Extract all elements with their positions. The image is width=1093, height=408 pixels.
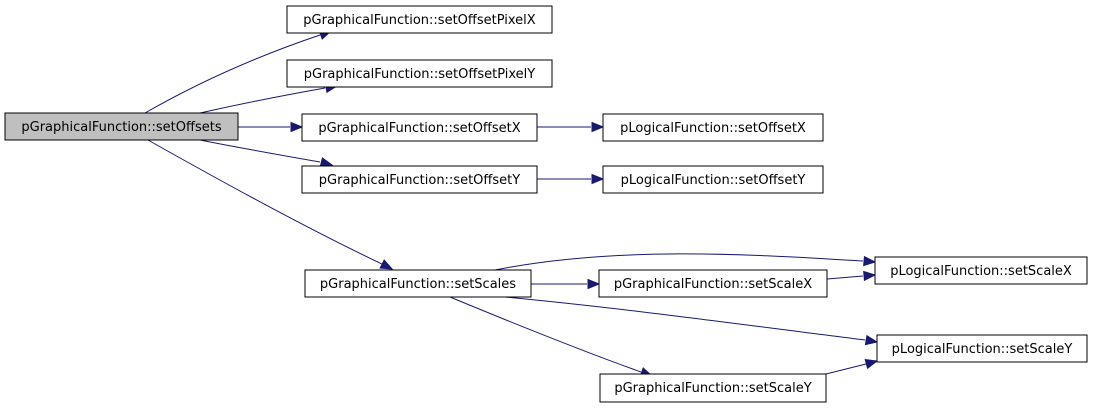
node-setOffsets[interactable]: pGraphicalFunction::setOffsets bbox=[4, 112, 239, 141]
node-logical-setScaleY[interactable]: pLogicalFunction::setScaleY bbox=[876, 334, 1088, 363]
edge-arrowhead bbox=[290, 121, 304, 133]
node-label-logical-setOffsetX: pLogicalFunction::setOffsetX bbox=[620, 121, 806, 136]
node-logical-setScaleX[interactable]: pLogicalFunction::setScaleX bbox=[874, 256, 1088, 285]
edge-n0-n5 bbox=[199, 139, 334, 168]
edge-arrowhead bbox=[591, 121, 605, 133]
node-label-setScaleY: pGraphicalFunction::setScaleY bbox=[614, 381, 811, 396]
node-label-logical-setScaleY: pLogicalFunction::setScaleY bbox=[892, 342, 1073, 357]
node-setOffsetY[interactable]: pGraphicalFunction::setOffsetY bbox=[301, 165, 538, 194]
node-box-setOffsetPixelX bbox=[286, 5, 553, 34]
node-box-setOffsetX bbox=[301, 113, 538, 142]
node-box-setOffsetPixelY bbox=[286, 59, 553, 88]
node-setOffsetX[interactable]: pGraphicalFunction::setOffsetX bbox=[301, 113, 538, 142]
node-label-setScaleX: pGraphicalFunction::setScaleX bbox=[614, 277, 812, 292]
node-setOffsetPixelY[interactable]: pGraphicalFunction::setOffsetPixelY bbox=[286, 59, 553, 88]
edge-n3-n4 bbox=[537, 121, 605, 133]
edge-n11-n10 bbox=[825, 358, 879, 375]
edge-line bbox=[147, 139, 383, 265]
edge-arrowhead bbox=[379, 259, 394, 270]
node-setOffsetPixelX[interactable]: pGraphicalFunction::setOffsetPixelX bbox=[286, 5, 553, 34]
edge-arrowhead bbox=[319, 157, 334, 168]
node-box-logical-setScaleX bbox=[874, 256, 1088, 285]
node-setScaleY[interactable]: pGraphicalFunction::setScaleY bbox=[599, 373, 827, 403]
node-box-setOffsetY bbox=[301, 165, 538, 194]
edge-line bbox=[826, 275, 864, 280]
edge-n7-n10 bbox=[504, 296, 879, 346]
node-label-setOffsetPixelY: pGraphicalFunction::setOffsetPixelY bbox=[304, 67, 536, 82]
node-setScales[interactable]: pGraphicalFunction::setScales bbox=[304, 269, 532, 298]
edge-line bbox=[199, 139, 321, 163]
edge-arrowhead bbox=[863, 270, 877, 282]
edge-n8-n9 bbox=[826, 270, 877, 282]
node-label-setOffsets: pGraphicalFunction::setOffsets bbox=[21, 120, 221, 135]
node-label-setOffsetY: pGraphicalFunction::setOffsetY bbox=[319, 173, 520, 188]
edge-arrowhead bbox=[591, 173, 605, 185]
edge-arrowhead bbox=[864, 358, 879, 370]
node-box-logical-setOffsetY bbox=[602, 165, 824, 194]
node-label-setOffsetPixelX: pGraphicalFunction::setOffsetPixelX bbox=[303, 13, 536, 28]
node-box-setScaleY bbox=[599, 373, 827, 403]
node-label-logical-setOffsetY: pLogicalFunction::setOffsetY bbox=[621, 173, 806, 188]
node-label-logical-setScaleX: pLogicalFunction::setScaleX bbox=[890, 264, 1072, 279]
node-logical-setOffsetX[interactable]: pLogicalFunction::setOffsetX bbox=[602, 113, 824, 142]
edge-arrowhead bbox=[863, 255, 877, 267]
edge-n0-n2 bbox=[199, 82, 339, 114]
node-label-setScales: pGraphicalFunction::setScales bbox=[320, 277, 516, 292]
edge-line bbox=[199, 87, 326, 114]
node-label-setOffsetX: pGraphicalFunction::setOffsetX bbox=[318, 121, 520, 136]
edge-line bbox=[504, 296, 866, 341]
edge-n7-n11 bbox=[449, 296, 654, 377]
edge-line bbox=[494, 253, 864, 271]
node-box-logical-setOffsetX bbox=[602, 113, 824, 142]
edge-line bbox=[144, 34, 321, 114]
edge-arrowhead bbox=[864, 334, 879, 346]
edge-n0-n3 bbox=[238, 121, 304, 133]
node-logical-setOffsetY[interactable]: pLogicalFunction::setOffsetY bbox=[602, 165, 824, 194]
edge-n5-n6 bbox=[537, 173, 605, 185]
node-box-setScales bbox=[304, 269, 532, 298]
node-box-logical-setScaleY bbox=[876, 334, 1088, 363]
node-box-setOffsets bbox=[4, 112, 239, 141]
edge-line bbox=[449, 296, 642, 373]
node-setScaleX[interactable]: pGraphicalFunction::setScaleX bbox=[598, 269, 828, 298]
node-box-setScaleX bbox=[598, 269, 828, 298]
edge-n7-n9 bbox=[494, 253, 877, 271]
edge-n7-n8 bbox=[531, 278, 601, 290]
edge-arrowhead bbox=[587, 278, 601, 290]
edge-line bbox=[825, 363, 867, 375]
edge-n0-n7 bbox=[147, 139, 394, 270]
